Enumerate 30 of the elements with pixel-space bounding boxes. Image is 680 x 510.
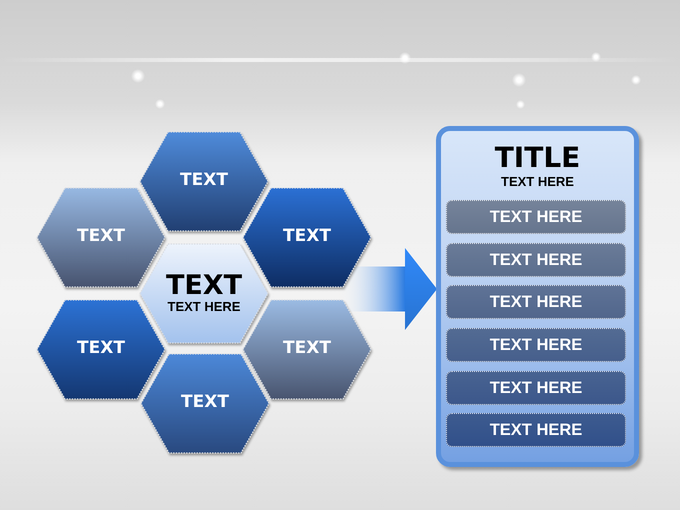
list-item-bar	[446, 328, 626, 362]
list-item-bar	[446, 371, 626, 405]
list-item-label: TEXT HERE	[490, 420, 582, 440]
hexagon-label: TEXT	[180, 170, 228, 190]
hexagon-label: TEXT	[77, 338, 125, 358]
hexagon	[242, 187, 372, 288]
panel-subtitle: TEXT HERE	[500, 174, 575, 190]
hexagon-heading: TEXT	[166, 272, 242, 298]
list-item-bar	[446, 200, 626, 234]
hexagon	[139, 131, 269, 232]
hexagon	[36, 187, 166, 288]
list-item-bar	[446, 413, 626, 447]
hexagon	[242, 299, 372, 400]
list-item-bar	[446, 285, 626, 319]
hexagon-label: TEXT	[283, 226, 331, 246]
hexagon	[36, 299, 166, 400]
center-hexagon	[139, 243, 269, 344]
list-item-label: TEXT HERE	[490, 250, 582, 270]
list-item-label: TEXT HERE	[490, 207, 582, 227]
hexagon	[140, 353, 270, 454]
hexagon-label: TEXT	[77, 226, 125, 246]
panel-title: TITLE	[494, 143, 582, 173]
hexagon-label: TEXT	[283, 338, 331, 358]
hexagon-label: TEXT	[181, 392, 229, 412]
list-item-bar	[446, 243, 626, 277]
list-item-label: TEXT HERE	[490, 292, 582, 312]
list-item-label: TEXT HERE	[490, 378, 582, 398]
list-panel	[436, 126, 639, 467]
hexagon-subtitle: TEXT HERE	[168, 298, 240, 314]
list-item-label: TEXT HERE	[490, 335, 582, 355]
